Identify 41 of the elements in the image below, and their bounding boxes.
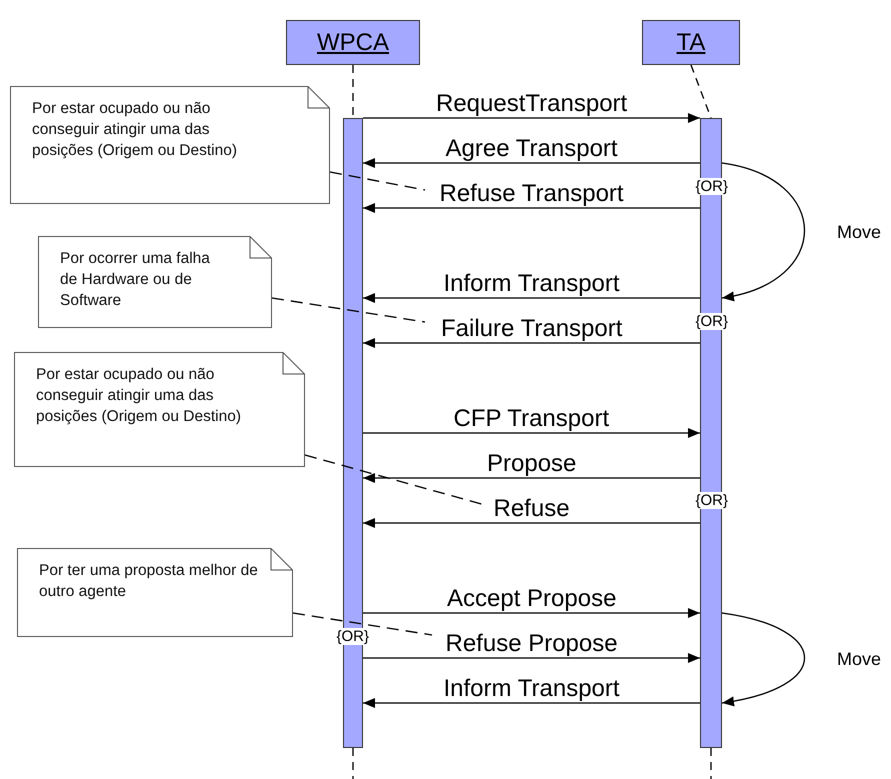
message-label: Propose (487, 450, 576, 478)
message-arrow (363, 293, 700, 303)
message-label: Inform Transport (444, 675, 620, 703)
message-arrow (363, 518, 700, 528)
constraint-label: {OR} (694, 312, 730, 330)
leader-line (272, 297, 426, 323)
note: Por ter uma proposta melhor de outro agente (17, 548, 293, 637)
note: Por ocorrer uma falha de Hardware ou de Software (38, 236, 272, 328)
note: Por estar ocupado ou não conseguir atingir uma das posições (Origem ou Destino) (14, 352, 305, 467)
edge-label: Move (837, 649, 882, 670)
lifeline (352, 65, 354, 118)
message-arrow (363, 158, 700, 168)
note: Por estar ocupado ou não conseguir atingir uma das posições (Origem ou Destino) (10, 86, 330, 204)
message-label: Refuse (494, 495, 570, 523)
message-arrow (363, 113, 700, 123)
message-label: Inform Transport (444, 270, 620, 298)
self-arrow (722, 612, 805, 706)
message-arrow (363, 608, 700, 618)
message-label: RequestTransport (436, 90, 628, 118)
message-label: Failure Transport (441, 315, 622, 343)
message-label: Refuse Propose (446, 630, 618, 658)
lifeline-header: WPCA (286, 20, 420, 65)
constraint-label: {OR} (694, 178, 730, 194)
message-arrow (363, 428, 700, 438)
message-label: CFP Transport (454, 405, 610, 433)
message-arrow (363, 698, 700, 708)
message-label: Agree Transport (446, 135, 618, 163)
message-arrow (363, 653, 700, 663)
message-arrow (363, 338, 700, 348)
self-arrow (722, 162, 805, 300)
leader-line (330, 171, 426, 191)
lifeline-header: TA (642, 20, 740, 65)
edge-label: Move (837, 222, 882, 242)
message-label: Accept Propose (447, 585, 616, 613)
lifeline (690, 64, 712, 118)
message-arrow (363, 203, 700, 213)
message-arrow (363, 473, 700, 483)
constraint-label: {OR} (694, 492, 730, 508)
leader-line (292, 612, 432, 636)
constraint-label: {OR} (336, 628, 370, 644)
message-label: Refuse Transport (440, 180, 624, 208)
